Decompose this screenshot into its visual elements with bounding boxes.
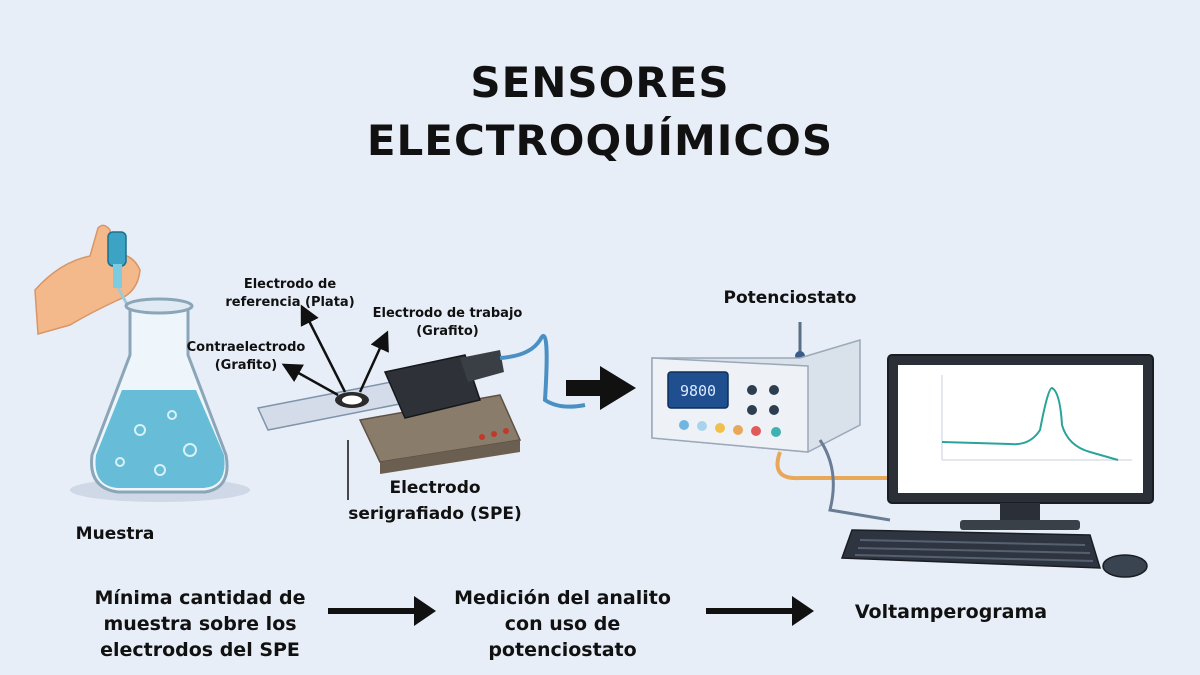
flow-step-2-line-2: con uso de (504, 613, 621, 635)
flow-step-2-line-3: potenciostato (488, 639, 637, 661)
flow-step-1-line-2: muestra sobre los (103, 613, 297, 635)
flow-step-1-line-3: electrodos del SPE (100, 639, 300, 661)
flow-step-1-line-1: Mínima cantidad de (94, 587, 306, 609)
spe-label-2: serigrafiado (SPE) (348, 504, 522, 524)
counter-electrode-pointer (281, 363, 339, 397)
device-display-value: 9800 (680, 382, 716, 400)
potentiostat-label: Potenciostato (723, 288, 857, 308)
work-electrode-pointer (358, 330, 389, 393)
work-electrode-label-1: Electrodo de trabajo (372, 306, 523, 321)
ref-electrode-label-2: referencia (Plata) (225, 295, 355, 310)
title-line-2: ELECTROQUÍMICOS (366, 116, 834, 165)
potentiostat-device (651, 322, 861, 453)
title-line-1: SENSORES (470, 58, 730, 107)
sample-label: Muestra (75, 524, 155, 544)
spe-label-1: Electrodo (389, 478, 481, 498)
work-electrode-label-2: (Grafito) (416, 324, 479, 339)
ref-electrode-label-1: Electrodo de (243, 277, 337, 292)
device-screen (667, 371, 729, 409)
flow-step-3: Voltamperograma (854, 601, 1048, 623)
counter-electrode-label-1: Contraelectrodo (186, 340, 306, 355)
cable-orange (775, 451, 888, 481)
monitor-icon (887, 354, 1154, 530)
spe-electrode-icon (256, 334, 586, 474)
ref-electrode-pointer (300, 304, 347, 393)
arrow-to-potentiostat (566, 366, 636, 410)
cable-grey (818, 439, 891, 522)
flow-arrow-2-head (792, 596, 814, 626)
voltammogram-curve (941, 386, 1119, 461)
counter-electrode-label-2: (Grafito) (214, 358, 278, 373)
hand-pipette-icon (34, 224, 146, 336)
flow-step-2-line-1: Medición del analito (454, 587, 671, 609)
flow-arrow-1-head (414, 596, 436, 626)
flask-icon (70, 297, 250, 502)
keyboard-icon (840, 529, 1102, 569)
mouse-icon (1102, 554, 1148, 578)
